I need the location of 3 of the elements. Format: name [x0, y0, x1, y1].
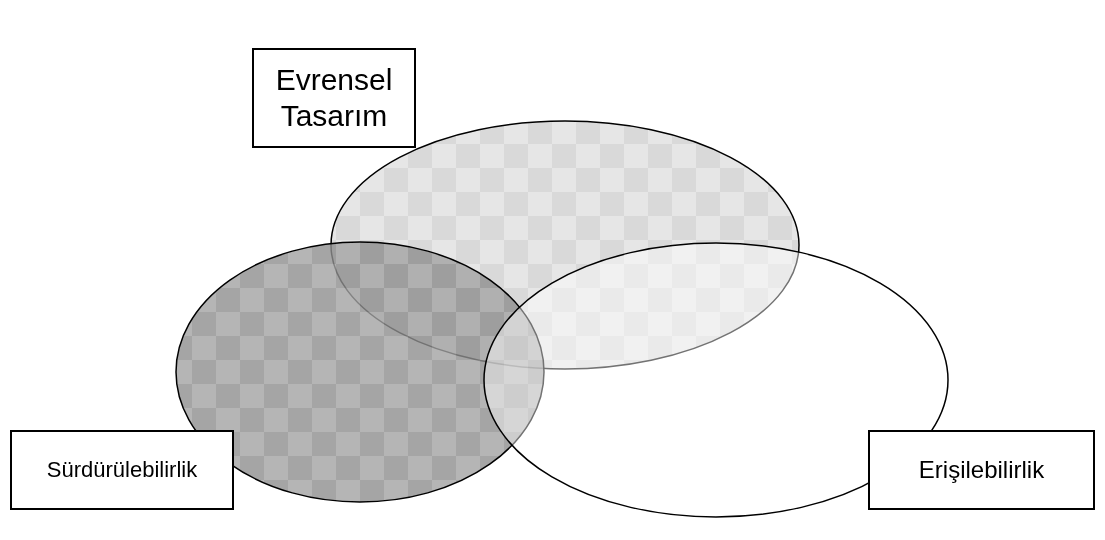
label-box: Sürdürülebilirlik: [10, 430, 234, 510]
label-box: Erişilebilirlik: [868, 430, 1095, 510]
label-box: Evrensel Tasarım: [252, 48, 416, 148]
